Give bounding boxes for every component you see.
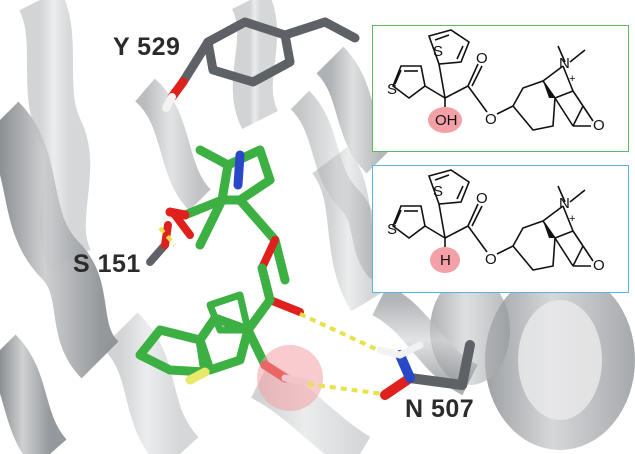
ester-oxygen: O [485, 111, 497, 128]
nitrogen-atom: N [559, 55, 570, 72]
asn-507-label: N 507 [405, 395, 475, 423]
nitrogen-atom: N [559, 195, 570, 212]
hydroxyl-group: OH [435, 112, 458, 129]
sulfur-atom-top: S [433, 183, 443, 200]
structure-inset-hydrogen: S S O O N + O H [372, 165, 629, 293]
positive-charge: + [569, 73, 575, 85]
foreground-helices [0, 46, 635, 454]
structure-inset-hydroxyl: S S O O N + O OH [372, 25, 629, 152]
tyr-529-label: Y 529 [113, 33, 181, 61]
hydrogen-group: H [440, 252, 451, 269]
ser-151-label: S 151 [73, 250, 141, 278]
epoxide-oxygen: O [593, 257, 605, 274]
chemical-structure-hydrogen: S S O O N + O H [387, 169, 605, 274]
carbonyl-oxygen: O [476, 190, 488, 207]
chemical-structure-hydroxyl: S S O O N + O OH [387, 29, 605, 134]
hydrogen-bonds [158, 226, 384, 396]
epoxide-oxygen: O [593, 117, 605, 134]
positive-charge: + [569, 213, 575, 225]
carbonyl-oxygen: O [476, 50, 488, 67]
asn-507-residue [376, 340, 475, 400]
sulfur-atom-top: S [433, 43, 443, 60]
tyr-529-residue [162, 17, 360, 112]
sulfur-atom-left: S [387, 221, 397, 238]
hydroxyl-highlight [257, 345, 323, 411]
sulfur-atom-left: S [387, 81, 397, 98]
ester-oxygen: O [485, 251, 497, 268]
